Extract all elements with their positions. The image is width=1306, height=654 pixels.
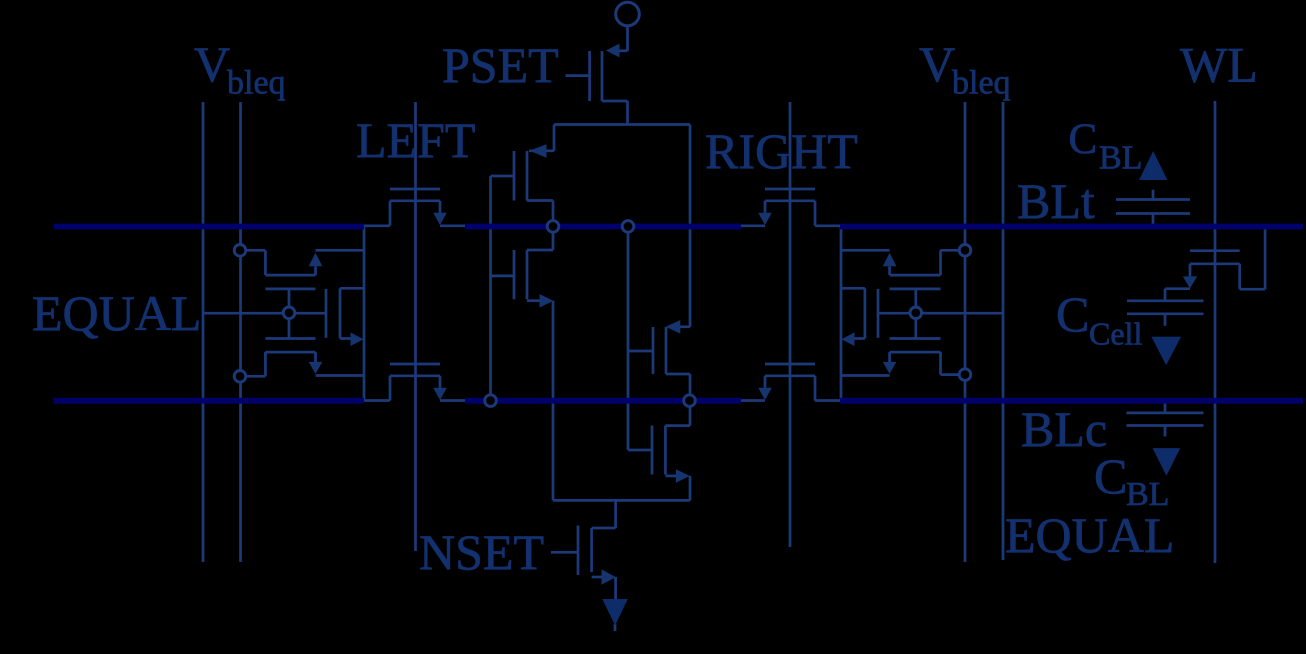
svg-text:BLc: BLc — [1021, 401, 1107, 457]
svg-text:RIGHT: RIGHT — [705, 123, 858, 179]
svg-text:BL: BL — [1126, 476, 1169, 513]
svg-text:C: C — [1069, 116, 1098, 163]
svg-text:V: V — [919, 36, 955, 92]
svg-text:EQUAL: EQUAL — [1005, 507, 1174, 563]
svg-text:LEFT: LEFT — [356, 112, 475, 168]
svg-text:C: C — [1094, 448, 1127, 504]
svg-text:EQUAL: EQUAL — [32, 285, 201, 341]
svg-text:Cell: Cell — [1089, 316, 1142, 352]
svg-text:PSET: PSET — [442, 37, 559, 93]
svg-text:bleq: bleq — [952, 65, 1011, 102]
svg-text:BL: BL — [1099, 140, 1142, 177]
svg-text:WL: WL — [1180, 36, 1258, 92]
svg-text:NSET: NSET — [419, 524, 544, 580]
svg-text:BLt: BLt — [1017, 173, 1095, 229]
svg-text:bleq: bleq — [227, 65, 286, 102]
svg-text:C: C — [1056, 286, 1089, 342]
svg-text:V: V — [194, 36, 230, 92]
